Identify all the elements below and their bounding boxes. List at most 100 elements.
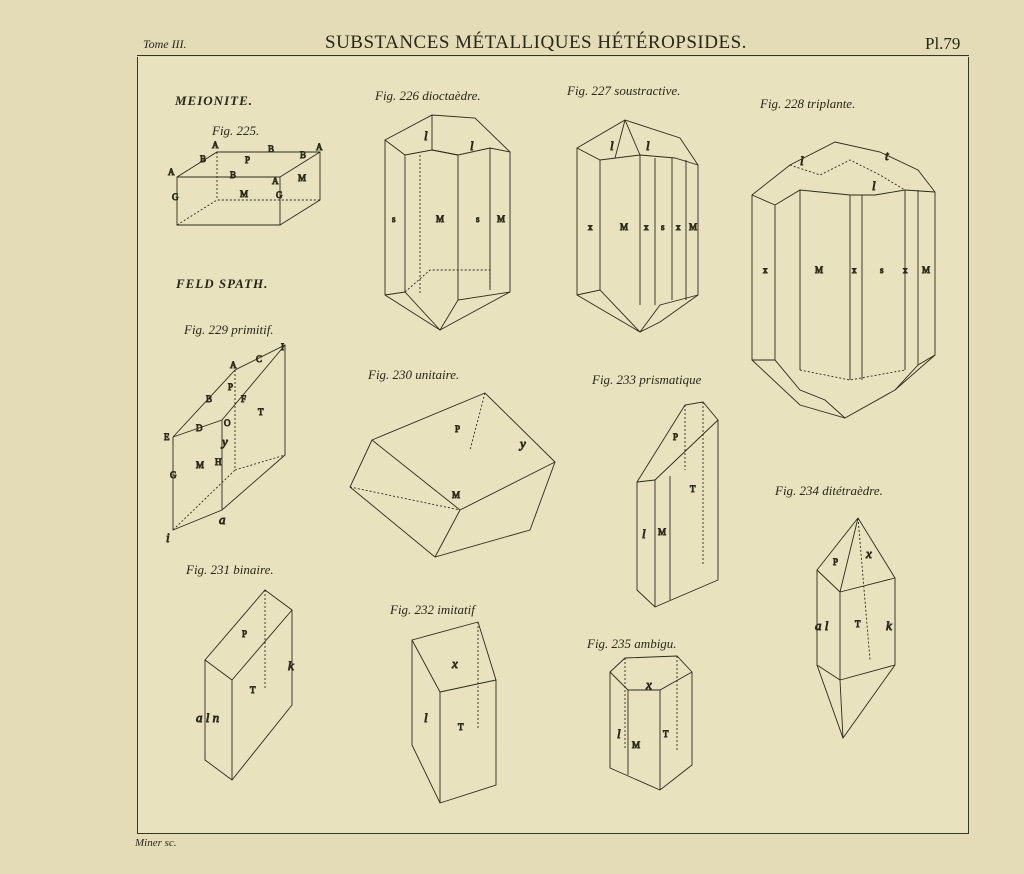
label: l [424,710,428,725]
label: T [663,729,669,739]
label: M [436,214,444,224]
label: M [497,214,505,224]
figure-229-crystal: I A C P B F T E D O y M H G a i [164,342,286,545]
label: A [316,142,323,152]
label: B [300,150,306,160]
tome-label: Tome III. [143,37,187,51]
label: T [258,407,264,417]
label: B [200,154,206,164]
label: T [458,722,464,732]
label: M [632,740,640,750]
engraver-signature: Miner sc. [135,837,177,849]
label: x [763,265,768,275]
label: t [885,148,889,163]
label: C [256,354,262,364]
label: a l [815,618,829,633]
label: P [673,432,678,442]
caption-fig-232: Fig. 232 imitatif [390,602,475,617]
label: k [288,658,294,673]
caption-fig-227: Fig. 227 soustractive. [567,83,681,98]
label: s [880,265,884,275]
label: D [196,423,203,433]
label: x [588,222,593,232]
caption-fig-226: Fig. 226 dioctaèdre. [375,88,481,103]
caption-fig-231: Fig. 231 binaire. [186,562,274,577]
plate-frame [137,57,969,834]
label: s [661,222,665,232]
label: A [212,140,219,150]
label: l [646,138,650,153]
label: O [224,418,231,428]
label: G [276,190,283,200]
label: s [476,214,480,224]
label: E [164,432,170,442]
label: T [250,685,256,695]
figure-230-crystal: P y M [349,392,556,558]
label: y [518,436,526,451]
label: T [690,484,696,494]
caption-fig-228: Fig. 228 triplante. [760,96,856,111]
caption-fig-230: Fig. 230 unitaire. [368,367,460,382]
figure-235-crystal: x l M T [609,655,693,791]
label: G [172,192,179,202]
label: l [617,726,621,741]
label: M [620,222,628,232]
plate-number: Pl.79 [925,34,961,53]
label: H [215,457,222,467]
label: P [242,629,247,639]
label: M [689,222,697,232]
label: P [833,557,838,567]
caption-fig-229: Fig. 229 primitif. [184,322,274,337]
label: l [424,128,428,143]
caption-fig-225: Fig. 225. [212,123,260,138]
label: l [872,178,876,193]
label: G [170,470,177,480]
label: A [230,360,237,370]
label: x [451,656,458,671]
label: x [645,677,652,692]
label: T [855,619,861,629]
section-feldspath: FELD SPATH. [176,276,269,291]
section-meionite: MEIONITE. [175,93,253,108]
label: y [220,434,228,449]
label: B [230,170,236,180]
label: x [676,222,681,232]
label: A [168,167,175,177]
label: F [241,394,246,404]
label: i [166,530,170,545]
label: l [610,138,614,153]
label: x [852,265,857,275]
label: l [642,526,646,541]
label: M [196,460,204,470]
figure-226-crystal: l l s M s M [384,114,511,331]
label: P [245,155,250,165]
figure-234-crystal: P x a l T k [815,517,896,739]
label: M [298,173,306,183]
label: a l n [196,710,219,725]
label: x [865,546,872,561]
caption-fig-234: Fig. 234 ditétraèdre. [775,483,883,498]
label: I [281,342,284,352]
label: a [219,512,226,527]
header-rule [137,55,969,56]
label: P [455,424,460,434]
label: x [644,222,649,232]
label: M [922,265,930,275]
label: M [452,490,460,500]
plate-title: SUBSTANCES MÉTALLIQUES HÉTÉROPSIDES. [325,32,747,53]
label: M [240,189,248,199]
figure-231-crystal: P k T a l n [196,589,294,781]
label: P [228,382,233,392]
label: s [392,214,396,224]
label: l [470,138,474,153]
figure-225-crystal: A B B A A B P B A M M G G [168,140,323,226]
label: M [658,527,666,537]
label: A [272,176,279,186]
figure-227-crystal: l l x M x s x M [576,119,699,333]
label: k [886,618,892,633]
figure-232-crystal: x l T [411,621,497,804]
caption-fig-235: Fig. 235 ambigu. [587,636,677,651]
label: B [268,144,274,154]
figure-233-crystal: P T l M [636,401,719,608]
